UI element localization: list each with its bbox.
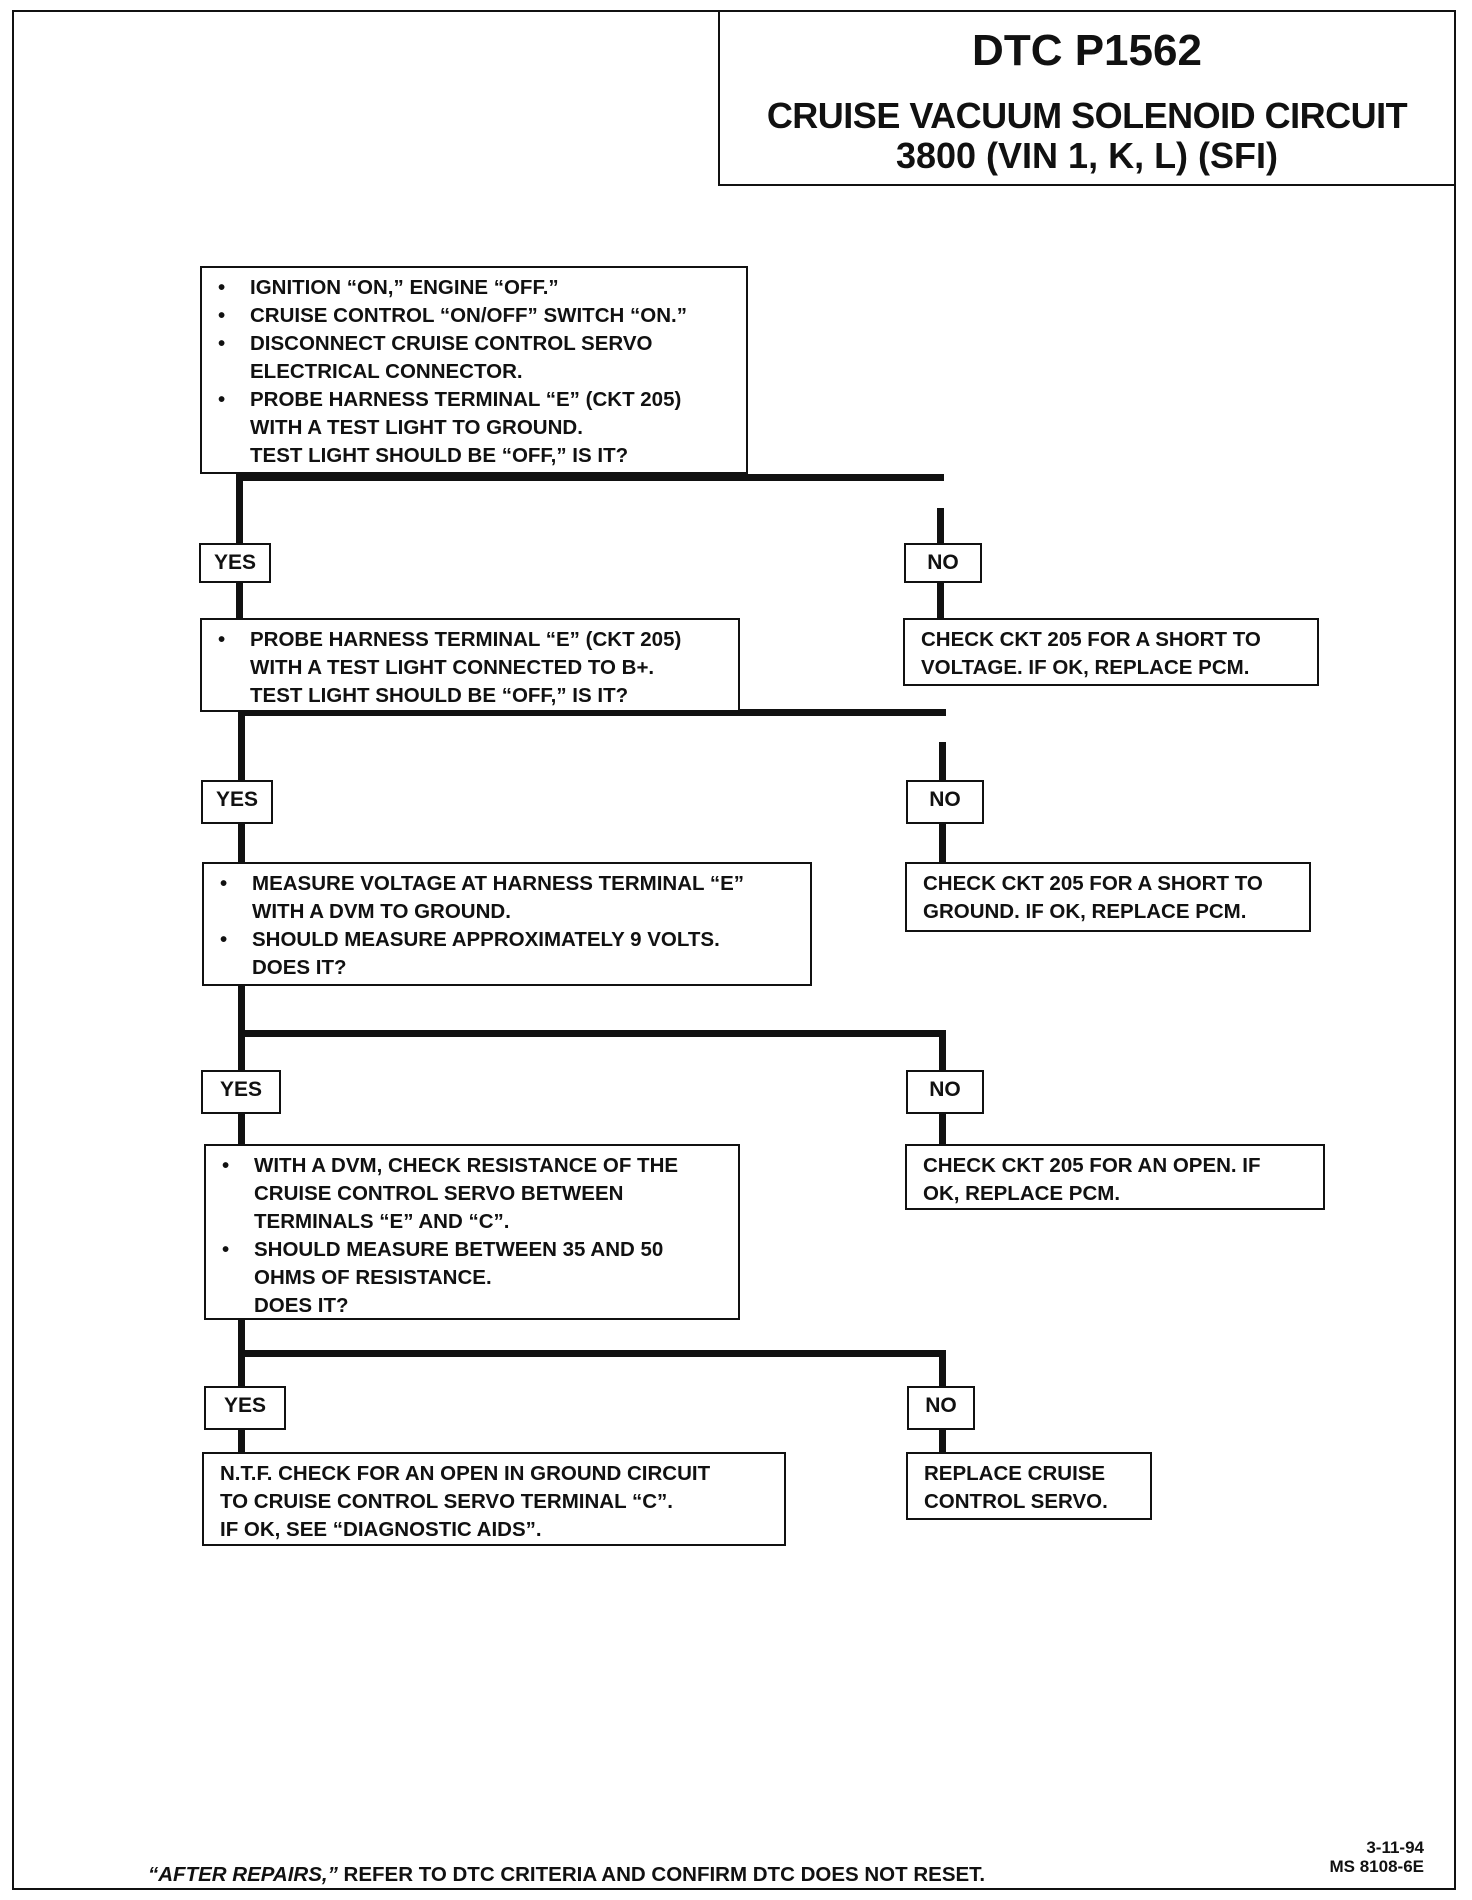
connector-no-1b: [937, 578, 944, 622]
result-line: CHECK CKT 205 FOR A SHORT TO: [921, 628, 1261, 651]
step-4-line: TERMINALS “E” AND “C”.: [254, 1210, 510, 1233]
result-line: GROUND. IF OK, REPLACE PCM.: [923, 900, 1247, 923]
step-1-line: DISCONNECT CRUISE CONTROL SERVO: [216, 330, 734, 358]
connector-no-4: [939, 1350, 946, 1386]
step-2-line: WITH A TEST LIGHT CONNECTED TO B+.: [250, 656, 655, 679]
connector-yes-3: [238, 982, 245, 1070]
result-no-2: CHECK CKT 205 FOR A SHORT TO GROUND. IF …: [905, 862, 1311, 932]
step-4-line: WITH A DVM, CHECK RESISTANCE OF THE: [220, 1152, 726, 1180]
connector-yes-1: [236, 473, 243, 543]
step-4-box: WITH A DVM, CHECK RESISTANCE OF THE CRUI…: [204, 1144, 740, 1320]
branch-line-2: [238, 709, 946, 716]
yes-label-3: YES: [201, 1070, 281, 1114]
branch-line-3: [238, 1030, 946, 1037]
result-no-3: CHECK CKT 205 FOR AN OPEN. IF OK, REPLAC…: [905, 1144, 1325, 1210]
step-1-line: PROBE HARNESS TERMINAL “E” (CKT 205): [216, 386, 734, 414]
branch-line-1: [236, 474, 944, 481]
result-no-4: REPLACE CRUISE CONTROL SERVO.: [906, 1452, 1152, 1520]
step-3-line: WITH A DVM TO GROUND.: [252, 900, 511, 923]
yes-label-1: YES: [199, 543, 271, 583]
step-1-line: CRUISE CONTROL “ON/OFF” SWITCH “ON.”: [216, 302, 734, 330]
connector-yes-4b: [238, 1428, 245, 1452]
step-2-line: PROBE HARNESS TERMINAL “E” (CKT 205): [216, 626, 726, 654]
step-1-line: TEST LIGHT SHOULD BE “OFF,” IS IT?: [250, 444, 629, 467]
title-block: DTC P1562 CRUISE VACUUM SOLENOID CIRCUIT…: [718, 10, 1456, 186]
result-line: OK, REPLACE PCM.: [923, 1182, 1121, 1205]
footer-note: “AFTER REPAIRS,” REFER TO DTC CRITERIA A…: [148, 1863, 985, 1887]
step-4-line: DOES IT?: [254, 1294, 349, 1317]
footer-text: REFER TO DTC CRITERIA AND CONFIRM DTC DO…: [337, 1863, 986, 1886]
branch-line-4: [238, 1350, 946, 1357]
result-line: TO CRUISE CONTROL SERVO TERMINAL “C”.: [220, 1490, 673, 1513]
footer-emphasis: “AFTER REPAIRS,”: [148, 1863, 338, 1886]
no-label-2: NO: [906, 780, 984, 824]
no-label-4: NO: [907, 1386, 975, 1430]
step-3-line: SHOULD MEASURE APPROXIMATELY 9 VOLTS.: [218, 926, 798, 954]
result-line: CHECK CKT 205 FOR A SHORT TO: [923, 872, 1263, 895]
step-3-box: MEASURE VOLTAGE AT HARNESS TERMINAL “E” …: [202, 862, 812, 986]
yes-label-2: YES: [201, 780, 273, 824]
no-label-1: NO: [904, 543, 982, 583]
step-3-line: MEASURE VOLTAGE AT HARNESS TERMINAL “E”: [218, 870, 798, 898]
connector-yes-4: [238, 1318, 245, 1386]
connector-no-2: [939, 742, 946, 780]
stamp-date: 3-11-94: [1366, 1838, 1424, 1857]
no-label-3: NO: [906, 1070, 984, 1114]
step-4-line: OHMS OF RESISTANCE.: [254, 1266, 492, 1289]
connector-no-4b: [939, 1428, 946, 1452]
step-4-line: CRUISE CONTROL SERVO BETWEEN: [254, 1182, 624, 1205]
step-1-box: IGNITION “ON,” ENGINE “OFF.” CRUISE CONT…: [200, 266, 748, 474]
document-stamp: 3-11-94 MS 8108-6E: [1330, 1838, 1425, 1876]
result-yes-4: N.T.F. CHECK FOR AN OPEN IN GROUND CIRCU…: [202, 1452, 786, 1546]
result-line: VOLTAGE. IF OK, REPLACE PCM.: [921, 656, 1250, 679]
result-line: N.T.F. CHECK FOR AN OPEN IN GROUND CIRCU…: [220, 1462, 711, 1485]
yes-label-4: YES: [204, 1386, 286, 1430]
result-line: CHECK CKT 205 FOR AN OPEN. IF: [923, 1154, 1261, 1177]
dtc-code: DTC P1562: [972, 26, 1202, 75]
step-1-line: ELECTRICAL CONNECTOR.: [250, 360, 523, 383]
page-title: CRUISE VACUUM SOLENOID CIRCUIT: [766, 95, 1408, 136]
result-line: CONTROL SERVO.: [924, 1490, 1108, 1513]
step-1-line: WITH A TEST LIGHT TO GROUND.: [250, 416, 583, 439]
connector-no-3b: [939, 1112, 946, 1146]
step-4-line: SHOULD MEASURE BETWEEN 35 AND 50: [220, 1236, 726, 1264]
connector-no-2b: [939, 824, 946, 862]
connector-yes-1b: [236, 580, 243, 618]
page-subtitle: 3800 (VIN 1, K, L) (SFI): [895, 135, 1279, 176]
step-3-line: DOES IT?: [252, 956, 347, 979]
step-2-box: PROBE HARNESS TERMINAL “E” (CKT 205) WIT…: [200, 618, 740, 712]
result-line: REPLACE CRUISE: [924, 1462, 1106, 1485]
step-2-line: TEST LIGHT SHOULD BE “OFF,” IS IT?: [250, 684, 629, 707]
connector-no-1: [937, 508, 944, 544]
connector-yes-2b: [238, 824, 245, 862]
result-no-1: CHECK CKT 205 FOR A SHORT TO VOLTAGE. IF…: [903, 618, 1319, 686]
connector-yes-2: [238, 705, 245, 780]
connector-no-3: [939, 1030, 946, 1070]
result-line: IF OK, SEE “DIAGNOSTIC AIDS”.: [220, 1518, 542, 1541]
stamp-doc-id: MS 8108-6E: [1329, 1857, 1425, 1876]
connector-yes-3b: [238, 1112, 245, 1146]
step-1-line: IGNITION “ON,” ENGINE “OFF.”: [216, 274, 734, 302]
